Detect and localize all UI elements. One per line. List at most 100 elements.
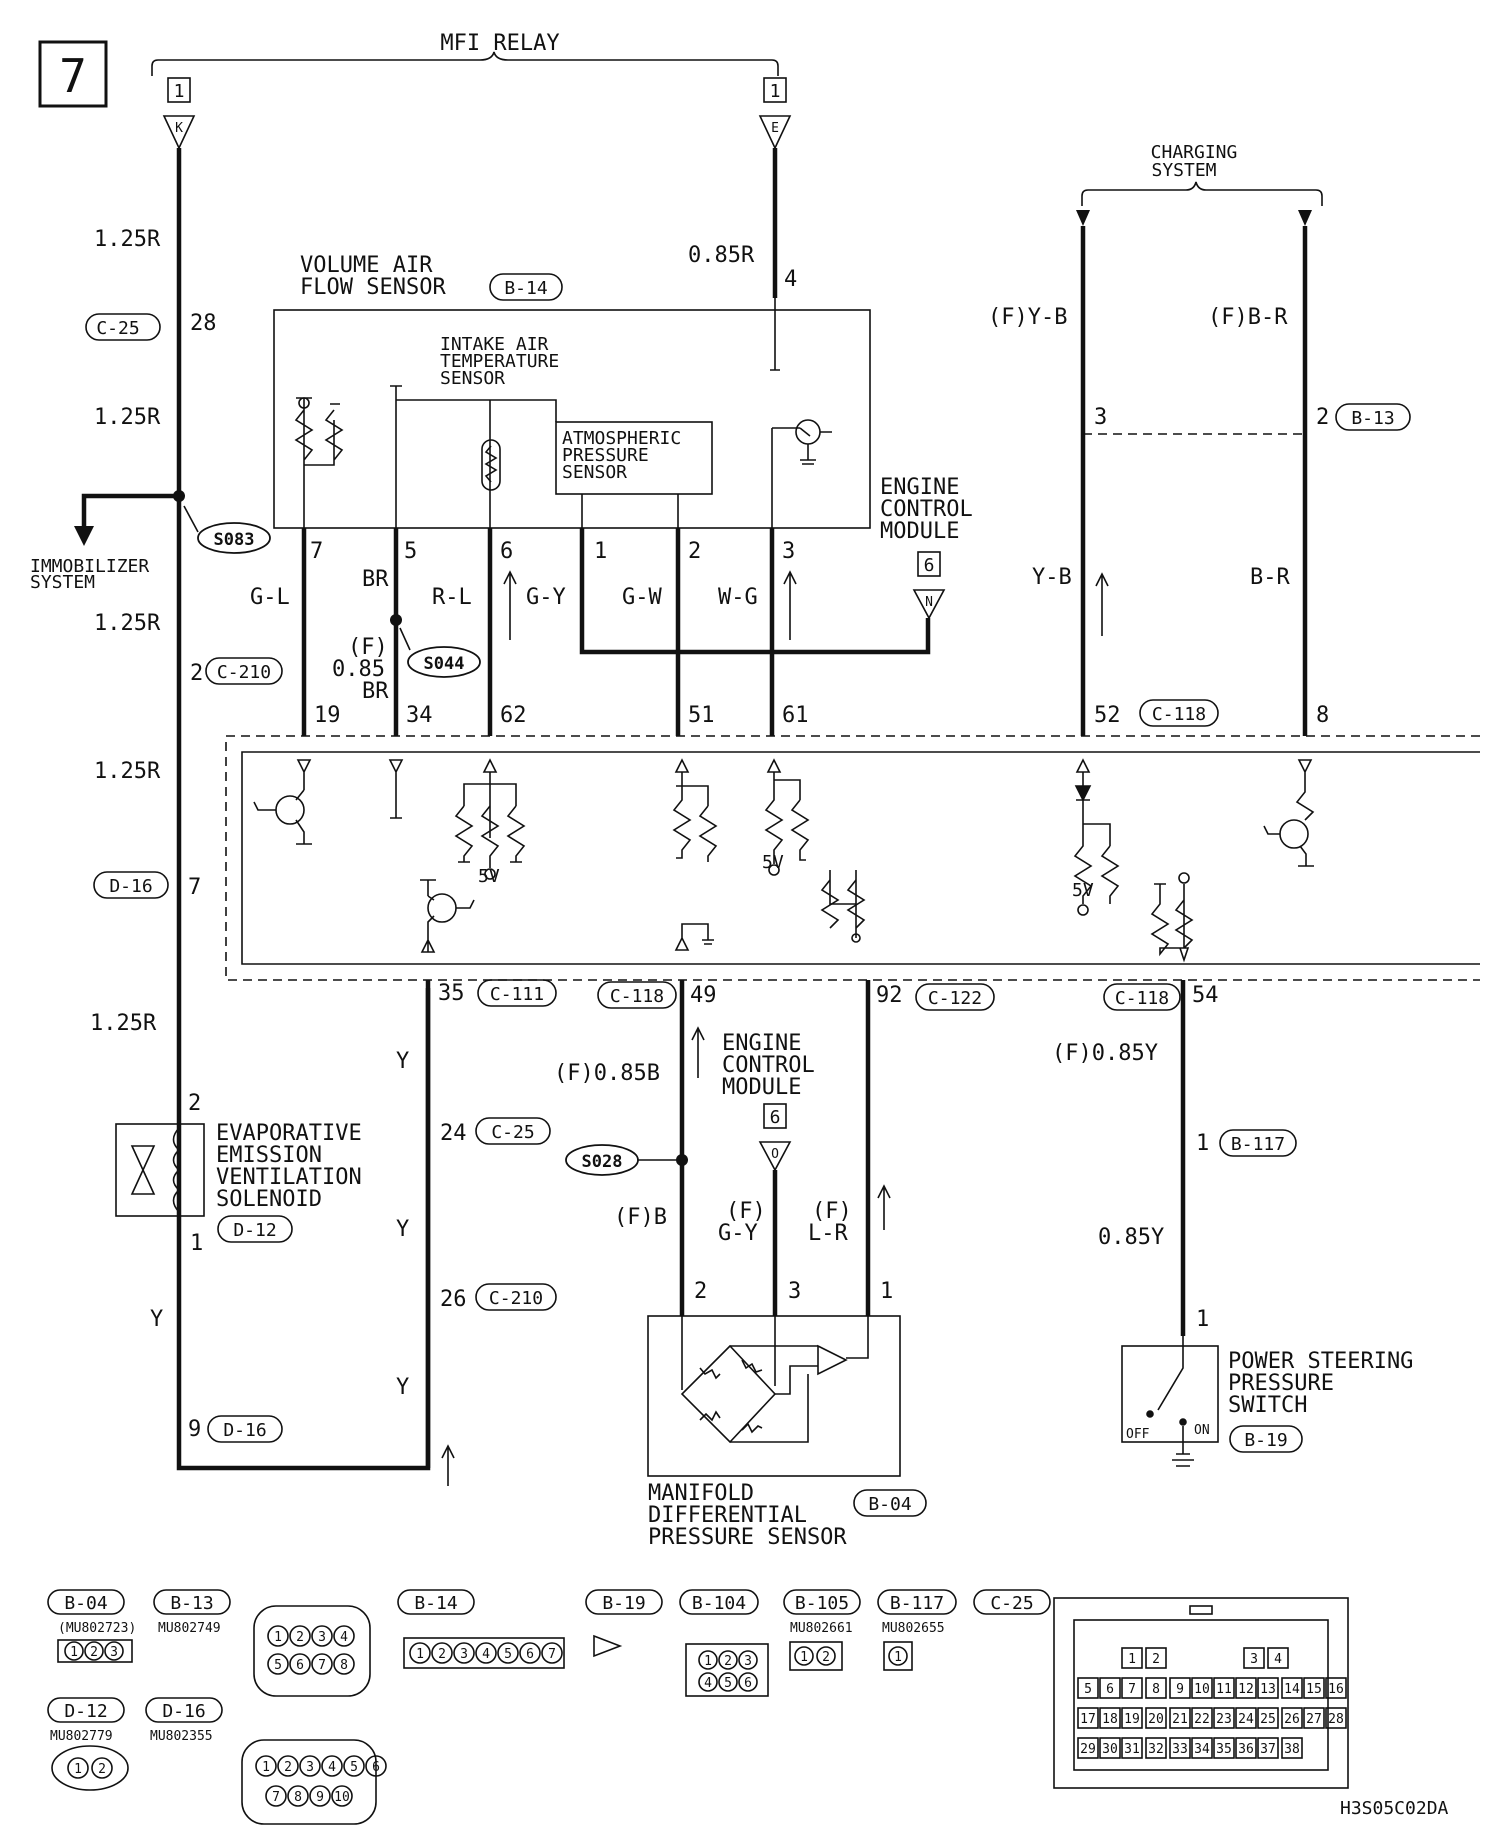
connector-pin-label: 13 — [1260, 1682, 1276, 1697]
evap-name-2: EMISSION — [216, 1143, 322, 1168]
wire-label-y-1: Y — [150, 1307, 163, 1332]
connector-pin — [84, 1641, 104, 1661]
pin-3: 3 — [782, 539, 795, 564]
connector-c118-a: C-118 — [1152, 704, 1206, 725]
connector-pin-label: 5 — [504, 1647, 512, 1662]
pin-19: 19 — [314, 703, 341, 728]
pin-8: 8 — [1316, 703, 1329, 728]
evap-name-4: SOLENOID — [216, 1187, 322, 1212]
ecm-inner — [241, 751, 1480, 965]
connector-c118-b: C-118 — [610, 986, 664, 1007]
connector-pin — [431, 1642, 453, 1664]
wire-label-125r-3: 1.25R — [94, 611, 161, 636]
page-number: 7 — [59, 49, 87, 103]
splice-s044-leader — [399, 627, 411, 651]
mdp-name-3: PRESSURE SENSOR — [648, 1525, 847, 1550]
charging-label-1: CHARGING — [1151, 142, 1238, 163]
connector-pin-label: 14 — [1284, 1682, 1300, 1697]
legend-b105-id: B-105 — [795, 1593, 849, 1614]
connector-pin — [333, 1625, 355, 1647]
connector-pin-label: 10 — [334, 1790, 350, 1805]
wire-label-br2: BR — [362, 679, 389, 704]
wire-label-wg: W-G — [718, 585, 758, 610]
connector-pin — [1099, 1707, 1121, 1729]
connector-pin — [91, 1757, 113, 1779]
wire-label-f085y: (F)0.85Y — [1052, 1041, 1158, 1066]
wire-label-125r-4: 1.25R — [94, 759, 161, 784]
pin-28: 28 — [190, 311, 217, 336]
connector-pin — [1213, 1737, 1235, 1759]
connector-pin — [1213, 1707, 1235, 1729]
connector-c210-a-oval — [205, 657, 283, 685]
connector-pin-label: 4 — [1274, 1652, 1282, 1667]
ecm2-ref-num: 6 — [770, 1107, 781, 1128]
ecm2-name-3: MODULE — [722, 1075, 801, 1100]
ecu-5v-2: 5V — [762, 852, 784, 873]
connector-pin-label: 2 — [1152, 1652, 1160, 1667]
connector-pin-label: 2 — [724, 1654, 732, 1669]
iat-name-2: TEMPERATURE — [440, 351, 559, 372]
connector-c122: C-122 — [928, 988, 982, 1009]
connector-pin — [1169, 1737, 1191, 1759]
connector-pin — [309, 1785, 331, 1807]
connector-c122-oval — [915, 983, 995, 1011]
vaf-name-1: VOLUME AIR — [300, 253, 433, 278]
connector-b13: B-13 — [1351, 408, 1394, 429]
connector-pin-label: 3 — [1250, 1652, 1258, 1667]
connector-b117: B-117 — [1231, 1134, 1285, 1155]
pin-1-mdp: 1 — [880, 1279, 893, 1304]
connector-pin — [343, 1755, 365, 1777]
connector-pin-label: 5 — [724, 1676, 732, 1691]
pin-35: 35 — [438, 981, 465, 1006]
connector-c111: C-111 — [490, 984, 544, 1005]
connector-pin-label: 15 — [1306, 1682, 1322, 1697]
connector-c118-c: C-118 — [1115, 988, 1169, 1009]
connector-pin-label: 4 — [482, 1647, 490, 1662]
atm-sensor-box — [555, 421, 713, 495]
connector-pin-label: 3 — [318, 1630, 326, 1645]
connector-pin-label: 31 — [1124, 1742, 1140, 1757]
connector-pin-label: 9 — [1176, 1682, 1184, 1697]
ecm1-term — [912, 589, 946, 620]
connector-pin-label: 4 — [340, 1630, 348, 1645]
connector-pin-label: 7 — [1128, 1682, 1136, 1697]
wire-label-gw: G-W — [622, 585, 662, 610]
connector-pin — [1303, 1677, 1325, 1699]
mfi-relay-label: MFI RELAY — [440, 31, 559, 56]
charging-brace — [1081, 181, 1323, 206]
connector-pin-label: 22 — [1194, 1712, 1210, 1727]
connector-d16-b-oval — [207, 1415, 283, 1443]
wire-label-gy2: G-Y — [718, 1221, 758, 1246]
connector-pin — [1145, 1647, 1167, 1669]
connector-pin — [1099, 1737, 1121, 1759]
connector-pin-label: 38 — [1284, 1742, 1300, 1757]
connector-pin-label: 1 — [704, 1654, 712, 1669]
connector-pin-label: 3 — [110, 1645, 118, 1660]
splice-s083-label: S083 — [214, 530, 255, 550]
connector-d16-a: D-16 — [109, 876, 152, 897]
connector-pin-label: 6 — [296, 1658, 304, 1673]
legend-d16-id: D-16 — [162, 1701, 205, 1722]
connector-d16-a-oval — [93, 871, 169, 899]
connector-pin — [794, 1646, 814, 1666]
splice-s044-dot — [390, 614, 402, 626]
connector-pin — [718, 1650, 738, 1670]
connector-pin — [321, 1755, 343, 1777]
immobilizer-label-2: SYSTEM — [30, 572, 95, 593]
wire-label-fb: (F)B — [614, 1205, 667, 1230]
pin-7: 7 — [310, 539, 323, 564]
evap-solenoid-valve — [130, 1145, 156, 1195]
splice-s083 — [197, 522, 271, 554]
connector-pin-label: 7 — [272, 1790, 280, 1805]
connector-pin — [255, 1755, 277, 1777]
connector-b13-oval — [1335, 403, 1411, 431]
wire-085r-internal — [770, 298, 780, 371]
wire-label-fbr: (F)B-R — [1208, 305, 1288, 330]
connector-b14: B-14 — [504, 278, 547, 299]
connector-b19-oval — [1229, 1425, 1303, 1453]
connector-d16-b: D-16 — [223, 1420, 266, 1441]
connector-pin — [1191, 1677, 1213, 1699]
ecm1-term-label: N — [925, 595, 933, 610]
connector-pin — [1257, 1707, 1279, 1729]
